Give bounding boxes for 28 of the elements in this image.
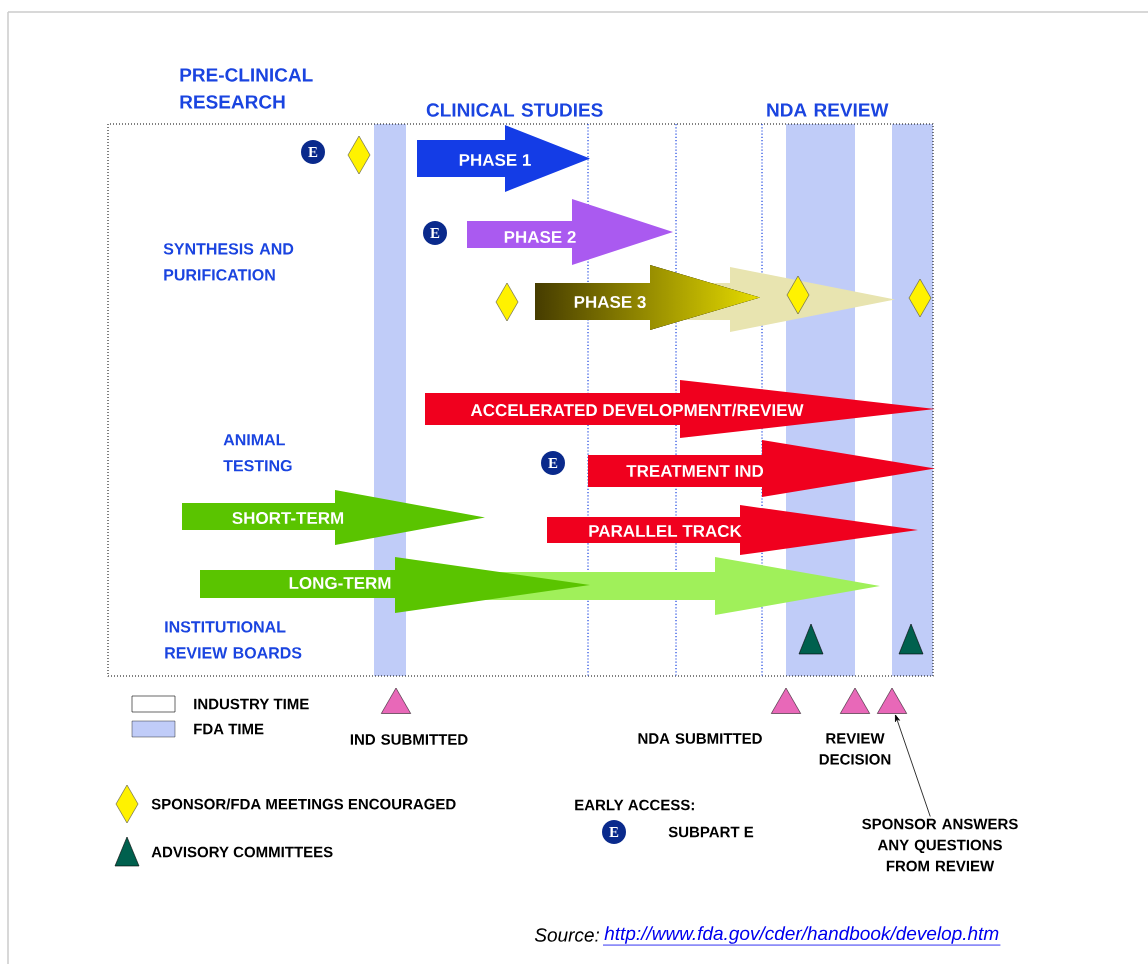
legend-text: FDA TIME <box>194 723 264 735</box>
note-text: SPONSOR ANSWERS ANY QUESTIONS FROM REVIEW <box>862 818 1018 872</box>
leader-arrow <box>895 714 931 817</box>
early-access-badge: E <box>541 451 565 475</box>
milestone-triangle <box>771 687 801 714</box>
source-link: http://www.fda.gov/cder/handbook/develop.htm <box>602 926 1001 946</box>
heading-text: NDA REVIEW <box>767 103 889 117</box>
milestone-caption: NDA SUBMITTED <box>638 733 762 744</box>
legend-text: EARLY ACCESS: <box>575 799 694 811</box>
legend-text: SPONSOR/FDA MEETINGS ENCOURAGED <box>151 798 456 810</box>
source-text: Source: <box>534 928 600 942</box>
node-label: PHASE 3 <box>574 295 646 309</box>
legend-text: ADVISORY COMMITTEES <box>151 846 333 858</box>
legend-text: INDUSTRY TIME <box>194 698 309 710</box>
milestone-triangle <box>840 687 870 714</box>
stage-label: ANIMAL TESTING <box>223 434 292 472</box>
early-access-badge: E <box>602 820 626 844</box>
node-label: LONG-TERM <box>289 576 391 590</box>
milestone-caption: REVIEW DECISION <box>819 733 891 765</box>
legend-text: SUBPART E <box>668 826 754 838</box>
milestone-caption: IND SUBMITTED <box>350 734 468 745</box>
heading-text: PRE-CLINICAL RESEARCH <box>180 68 313 109</box>
stage-label: INSTITUTIONAL REVIEW BOARDS <box>165 621 302 659</box>
milestone-triangle <box>381 687 411 714</box>
early-access-badge: E <box>301 140 325 164</box>
early-access-badge: E <box>423 221 447 245</box>
milestone-triangle <box>877 687 907 714</box>
stage-label: SYNTHESIS AND PURIFICATION <box>163 243 294 281</box>
